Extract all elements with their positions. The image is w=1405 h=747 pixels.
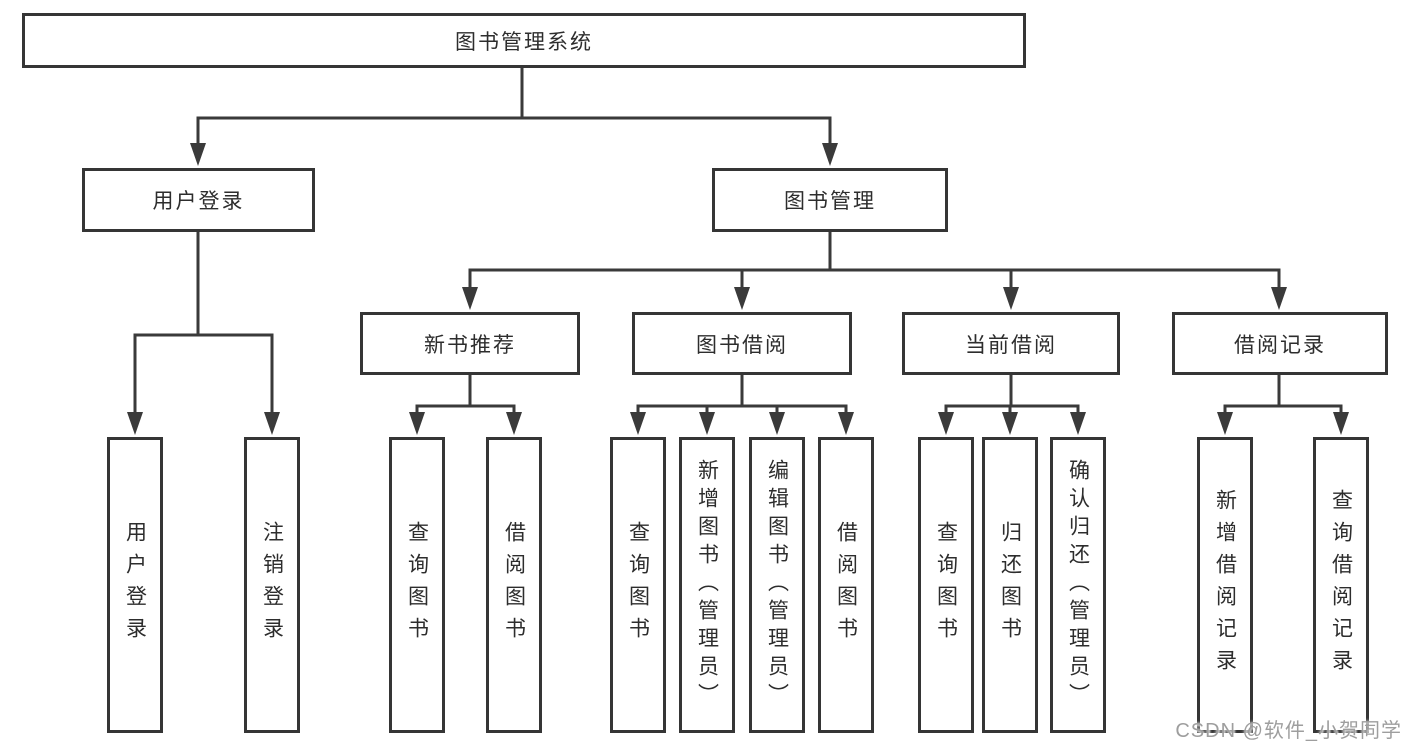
node-current-borrowing: 当前借阅 bbox=[902, 312, 1120, 375]
leaf-cb-query-books-label: 查询图书 bbox=[934, 521, 958, 649]
leaf-logout-label: 注销登录 bbox=[260, 521, 284, 649]
leaf-nbr-query-books-label: 查询图书 bbox=[405, 521, 429, 649]
leaf-br-query-record-label: 查询借阅记录 bbox=[1329, 489, 1353, 681]
leaf-user-login-label: 用户登录 bbox=[123, 521, 147, 649]
leaf-cb-return-books: 归还图书 bbox=[982, 437, 1038, 733]
connector-current-group bbox=[944, 373, 1080, 414]
leaf-bb-query-books-label: 查询图书 bbox=[626, 521, 650, 649]
node-book-borrowing-label: 图书借阅 bbox=[696, 333, 788, 357]
leaf-nbr-borrow-books-label: 借阅图书 bbox=[502, 521, 526, 649]
leaf-cb-confirm-return-admin-label: 确认归还（管理员） bbox=[1066, 459, 1090, 711]
connector-level3-bar bbox=[468, 268, 1281, 290]
node-current-borrowing-label: 当前借阅 bbox=[965, 333, 1057, 357]
leaf-cb-return-books-label: 归还图书 bbox=[998, 521, 1022, 649]
node-library-system: 图书管理系统 bbox=[22, 13, 1026, 68]
watermark: CSDN @软件_小贺同学 bbox=[1175, 720, 1402, 742]
node-book-management: 图书管理 bbox=[712, 168, 948, 232]
leaf-br-query-record: 查询借阅记录 bbox=[1313, 437, 1369, 733]
leaf-nbr-query-books: 查询图书 bbox=[389, 437, 445, 733]
connector-records-group bbox=[1223, 373, 1343, 414]
leaf-bb-query-books: 查询图书 bbox=[610, 437, 666, 733]
connector-newbook-group bbox=[415, 373, 516, 414]
leaf-cb-query-books: 查询图书 bbox=[918, 437, 974, 733]
node-borrowing-records-label: 借阅记录 bbox=[1234, 333, 1326, 357]
node-user-login-label: 用户登录 bbox=[152, 190, 245, 213]
leaf-bb-edit-books-admin-label: 编辑图书（管理员） bbox=[765, 459, 789, 711]
leaf-bb-edit-books-admin: 编辑图书（管理员） bbox=[749, 437, 805, 733]
leaf-user-login: 用户登录 bbox=[107, 437, 163, 733]
connector-level2-bar bbox=[196, 116, 832, 145]
node-library-system-label: 图书管理系统 bbox=[455, 30, 593, 54]
leaf-bb-borrow-books: 借阅图书 bbox=[818, 437, 874, 733]
leaf-br-add-record: 新增借阅记录 bbox=[1197, 437, 1253, 733]
leaf-bb-add-books-admin-label: 新增图书（管理员） bbox=[695, 459, 719, 711]
node-borrowing-records: 借阅记录 bbox=[1172, 312, 1388, 375]
connector-borrowing-group bbox=[636, 373, 848, 414]
leaf-br-add-record-label: 新增借阅记录 bbox=[1213, 489, 1237, 681]
leaf-bb-add-books-admin: 新增图书（管理员） bbox=[679, 437, 735, 733]
node-new-book-recommend: 新书推荐 bbox=[360, 312, 580, 375]
leaf-logout: 注销登录 bbox=[244, 437, 300, 733]
leaf-bb-borrow-books-label: 借阅图书 bbox=[834, 521, 858, 649]
node-book-borrowing: 图书借阅 bbox=[632, 312, 852, 375]
connector-userlogin-bar bbox=[133, 333, 274, 414]
node-user-login: 用户登录 bbox=[82, 168, 315, 232]
node-new-book-recommend-label: 新书推荐 bbox=[424, 333, 516, 357]
leaf-cb-confirm-return-admin: 确认归还（管理员） bbox=[1050, 437, 1106, 733]
node-book-management-label: 图书管理 bbox=[784, 190, 876, 213]
leaf-nbr-borrow-books: 借阅图书 bbox=[486, 437, 542, 733]
